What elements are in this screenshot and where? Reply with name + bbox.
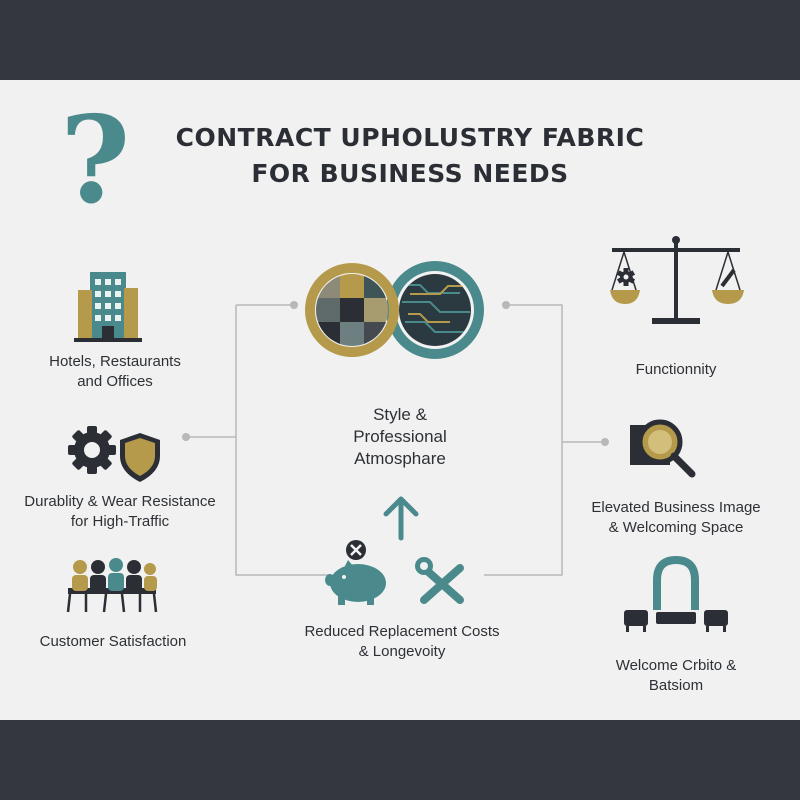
question-mark-icon: ? xyxy=(60,90,131,231)
fabric-swatch-rings-icon xyxy=(305,261,484,359)
label-style-professional: Style & Professional Atmosphare xyxy=(353,405,447,468)
label-customer-satisfaction: Customer Satisfaction xyxy=(39,633,187,650)
label-reduced-costs: Reduced Replacement Costs & Longevoity xyxy=(304,623,500,660)
wrench-screwdriver-icon xyxy=(420,564,464,604)
arrow-up-icon xyxy=(383,496,419,541)
label-hotels-restaurants: Hotels, Restaurants and Offices xyxy=(49,353,181,390)
connector-dots xyxy=(182,301,609,446)
gear-shield-icon xyxy=(68,426,160,482)
label-welcome: Welcome Crbito & Batsiom xyxy=(615,657,737,694)
title-line-2: FOR BUSINESS NEEDS xyxy=(251,159,569,188)
lounge-arch-icon xyxy=(624,555,728,632)
label-elevated-image: Elevated Business Image & Welcoming Spac… xyxy=(591,499,761,536)
title-line-1: CONTRACT UPHOLUSTRY FABRIC xyxy=(175,123,645,152)
magnifier-icon xyxy=(630,419,696,478)
wrench-jaw xyxy=(420,562,428,570)
label-functionality: Functionnity xyxy=(635,361,717,378)
meeting-people-icon xyxy=(66,558,158,613)
connector-lines xyxy=(186,304,605,576)
piggy-bank-icon xyxy=(325,540,386,605)
page-title: CONTRACT UPHOLUSTRY FABRIC FOR BUSINESS … xyxy=(150,120,670,192)
balance-scale-icon xyxy=(610,236,744,324)
label-durability: Durablity & Wear Resistance for High-Tra… xyxy=(24,493,216,530)
hotel-building-icon xyxy=(74,272,142,342)
